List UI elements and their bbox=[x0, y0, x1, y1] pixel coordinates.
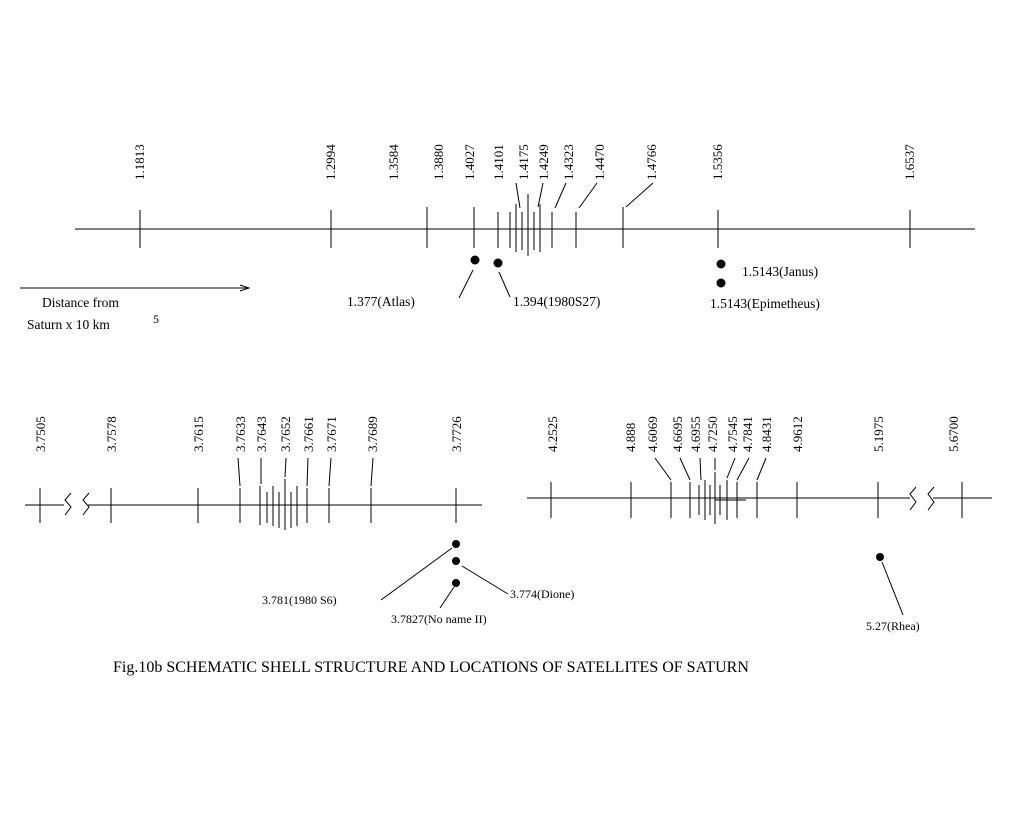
axis-break bbox=[82, 492, 90, 516]
leader-line bbox=[654, 457, 672, 481]
distance-note-exponent: 5 bbox=[153, 312, 159, 326]
tick-labels-left: 3.7505 3.7578 3.7615 3.7633 3.7643 3.765… bbox=[33, 416, 464, 452]
satellite-dot-atlas bbox=[470, 255, 480, 265]
panel-top: 1.1813 1.2994 1.3584 1.3880 1.4027 1.410… bbox=[75, 144, 975, 311]
tick-label: 1.6537 bbox=[902, 144, 917, 180]
satellite-leader bbox=[439, 586, 455, 609]
tick-label: 1.3880 bbox=[431, 144, 446, 180]
satellite-label-dione: 3.774(Dione) bbox=[510, 587, 574, 601]
tick-label: 4.6069 bbox=[645, 416, 660, 452]
tick-label: 3.7661 bbox=[301, 416, 316, 452]
satellite-dot-rhea bbox=[876, 553, 884, 561]
figure-caption: Fig.10b SCHEMATIC SHELL STRUCTURE AND LO… bbox=[113, 659, 749, 676]
tick-label: 1.4323 bbox=[561, 144, 576, 180]
tick-label: 4.9612 bbox=[790, 416, 805, 452]
leader-line bbox=[515, 182, 521, 209]
satellite-label-1980s6: 3.781(1980 S6) bbox=[262, 593, 337, 607]
axis-break bbox=[64, 492, 72, 516]
panel-left: 3.7505 3.7578 3.7615 3.7633 3.7643 3.765… bbox=[25, 416, 574, 626]
satellite-dot-janus bbox=[716, 259, 726, 269]
tick-label: 3.7578 bbox=[104, 416, 119, 452]
leaders-left bbox=[237, 457, 374, 487]
satellite-label-1980s27: 1.394(1980S27) bbox=[513, 294, 600, 309]
tick-label: 3.7726 bbox=[449, 416, 464, 452]
tick-label: 4.2525 bbox=[545, 416, 560, 452]
ticks-top bbox=[139, 194, 911, 256]
leaders-top bbox=[515, 182, 654, 209]
satellite-dot-dione bbox=[452, 557, 460, 565]
tick-label: 1.4101 bbox=[491, 144, 506, 180]
satellites-top: 1.377(Atlas) 1.394(1980S27) 1.5143(Janus… bbox=[347, 255, 820, 311]
leader-line bbox=[537, 182, 544, 208]
tick-label: 1.4766 bbox=[644, 144, 659, 180]
tick-label: 1.4175 bbox=[516, 144, 531, 180]
ticks-left bbox=[39, 479, 457, 530]
leaders-right bbox=[654, 457, 767, 481]
axis-break bbox=[927, 486, 935, 511]
satellite-leader bbox=[380, 547, 453, 601]
tick-label: 4.7250 bbox=[705, 416, 720, 452]
tick-label: 4.7545 bbox=[725, 416, 740, 452]
satellite-dot-1980s27 bbox=[493, 258, 503, 268]
distance-note-line1: Distance from bbox=[42, 295, 119, 310]
tick-label: 5.1975 bbox=[871, 416, 886, 452]
satellite-leader bbox=[461, 565, 509, 595]
leader-line bbox=[679, 457, 691, 481]
satellite-label-atlas: 1.377(Atlas) bbox=[347, 294, 415, 309]
tick-label: 1.4027 bbox=[462, 144, 477, 180]
tick-label: 1.4249 bbox=[536, 144, 551, 180]
axis-break bbox=[909, 486, 917, 511]
leader-line bbox=[237, 457, 241, 487]
satellite-label-epimetheus: 1.5143(Epimetheus) bbox=[710, 296, 820, 311]
satellite-leader bbox=[881, 561, 904, 616]
tick-label: 4.6955 bbox=[688, 416, 703, 452]
tick-label: 3.7633 bbox=[233, 416, 248, 452]
tick-label: 1.3584 bbox=[386, 144, 401, 180]
satellite-leader bbox=[498, 271, 511, 298]
tick-label: 5.6700 bbox=[946, 416, 961, 452]
tick-label: 1.2994 bbox=[323, 144, 338, 180]
leader-line bbox=[699, 457, 702, 481]
panel-right: 4.2525 4.888 4.6069 4.6695 4.6955 4.7250… bbox=[527, 416, 992, 633]
tick-label: 4.6695 bbox=[670, 416, 685, 452]
leader-line bbox=[370, 457, 374, 487]
satellite-label-janus: 1.5143(Janus) bbox=[742, 264, 818, 279]
leader-line bbox=[306, 457, 309, 487]
satellite-label-rhea: 5.27(Rhea) bbox=[866, 619, 920, 633]
distance-note: Distance from Saturn x 10 km 5 bbox=[20, 284, 251, 332]
leader-line bbox=[328, 457, 332, 487]
satellite-dot-1980s6 bbox=[452, 540, 460, 548]
tick-label: 3.7643 bbox=[254, 416, 269, 452]
satellite-label-no-name-ii: 3.7827(No name II) bbox=[391, 612, 487, 626]
satellites-right: 5.27(Rhea) bbox=[866, 553, 920, 633]
leader-line bbox=[726, 457, 736, 479]
tick-label: 3.7652 bbox=[278, 416, 293, 452]
satellites-left: 3.781(1980 S6) 3.774(Dione) 3.7827(No na… bbox=[262, 540, 574, 626]
tick-label: 4.888 bbox=[623, 423, 638, 452]
leader-line bbox=[736, 457, 750, 481]
direction-arrow-head bbox=[239, 284, 251, 292]
tick-label: 3.7615 bbox=[191, 416, 206, 452]
leader-line bbox=[554, 182, 567, 209]
tick-label: 4.8431 bbox=[759, 416, 774, 452]
tick-label: 1.5356 bbox=[710, 144, 725, 180]
distance-note-line2: Saturn x 10 km bbox=[27, 317, 110, 332]
leader-line bbox=[578, 182, 598, 209]
tick-label: 4.7841 bbox=[740, 416, 755, 452]
satellite-dot-epimetheus bbox=[716, 278, 726, 288]
satellite-dot-no-name-ii bbox=[452, 579, 460, 587]
tick-label: 3.7689 bbox=[365, 416, 380, 452]
tick-label: 1.1813 bbox=[132, 144, 147, 180]
leader-line bbox=[756, 457, 767, 481]
satellite-leader bbox=[458, 269, 474, 299]
tick-label: 3.7505 bbox=[33, 416, 48, 452]
leader-line bbox=[284, 457, 287, 478]
tick-label: 3.7671 bbox=[324, 416, 339, 452]
leader-line bbox=[625, 182, 654, 208]
tick-labels-right: 4.2525 4.888 4.6069 4.6695 4.6955 4.7250… bbox=[545, 416, 961, 452]
tick-label: 1.4470 bbox=[592, 144, 607, 180]
tick-labels-top: 1.1813 1.2994 1.3584 1.3880 1.4027 1.410… bbox=[132, 144, 917, 180]
